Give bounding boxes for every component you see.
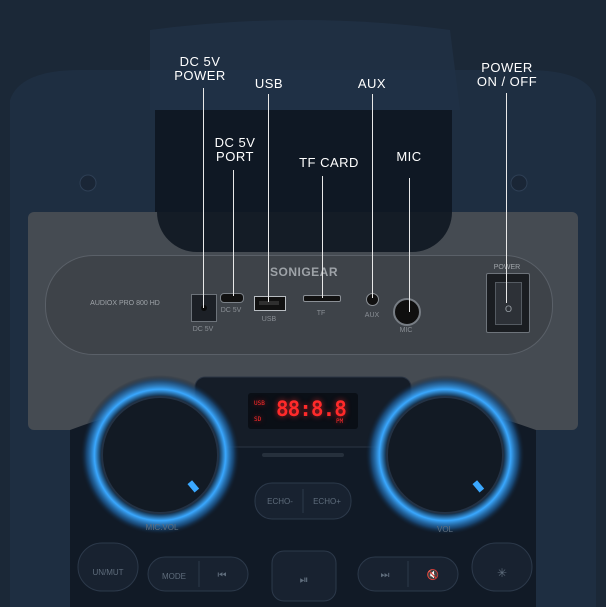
power-switch-label: POWER — [486, 264, 528, 271]
dc-power-jack — [191, 294, 217, 322]
mode-button[interactable]: MODE — [162, 572, 186, 581]
usb-port — [254, 296, 286, 311]
echo-plus-button[interactable]: ECHO+ — [313, 497, 341, 506]
aux-jack-label: AUX — [364, 312, 380, 319]
play-pause-icon[interactable]: ⏯ — [299, 574, 309, 586]
dc-port-label: DC 5V — [220, 307, 242, 314]
volume-label: VOL — [436, 525, 453, 534]
led-digits: 88:8.8 — [276, 397, 347, 421]
brand-logo: SONIGEAR — [269, 265, 338, 279]
callout-power-switch: POWER ON / OFF — [476, 60, 538, 89]
mic-jack — [393, 298, 421, 326]
led-sd-indicator: SD — [254, 416, 262, 423]
callout-dc-power: DC 5V POWER — [174, 54, 226, 83]
callout-dc-port: DC 5V PORT — [214, 135, 256, 164]
led-pm-indicator: PM — [336, 418, 344, 425]
previous-icon[interactable]: ⏮ — [217, 570, 227, 581]
handle-recess — [157, 212, 452, 252]
model-label: AUDIOX PRO 800 HD — [90, 300, 160, 307]
mute-icon[interactable]: 🔇 — [426, 570, 440, 581]
leader-tf-card — [322, 176, 323, 298]
leader-mic — [409, 178, 410, 312]
leader-aux — [372, 94, 373, 298]
led-display — [248, 393, 358, 429]
dc-power-jack-label: DC 5V — [192, 326, 214, 333]
callout-usb: USB — [254, 76, 284, 91]
echo-minus-button[interactable]: ECHO- — [267, 497, 293, 506]
callout-aux: AUX — [357, 76, 387, 91]
volume-knob[interactable] — [386, 396, 504, 514]
next-icon[interactable]: ⏭ — [380, 570, 390, 581]
leader-dc-port — [233, 170, 234, 296]
leader-usb — [268, 94, 269, 302]
mic-volume-label: MIC.VOL — [145, 523, 179, 532]
tf-slot-label: TF — [316, 310, 326, 317]
unmute-button[interactable]: UN/MUT — [92, 568, 124, 577]
mic-volume-knob[interactable] — [101, 396, 219, 514]
power-switch-symbol: O — [504, 304, 512, 314]
leader-dc-power — [203, 88, 204, 308]
dc-port-jack — [220, 293, 244, 303]
mic-jack-label: MIC — [399, 327, 413, 334]
usb-port-label: USB — [261, 316, 277, 323]
callout-tf-card: TF CARD — [299, 155, 359, 170]
callout-mic: MIC — [396, 149, 422, 164]
port-panel — [45, 255, 553, 355]
light-icon[interactable]: ✳ — [496, 566, 508, 580]
leader-power-switch — [506, 93, 507, 303]
power-switch[interactable]: O — [486, 273, 530, 333]
led-usb-indicator: USB — [254, 400, 265, 407]
